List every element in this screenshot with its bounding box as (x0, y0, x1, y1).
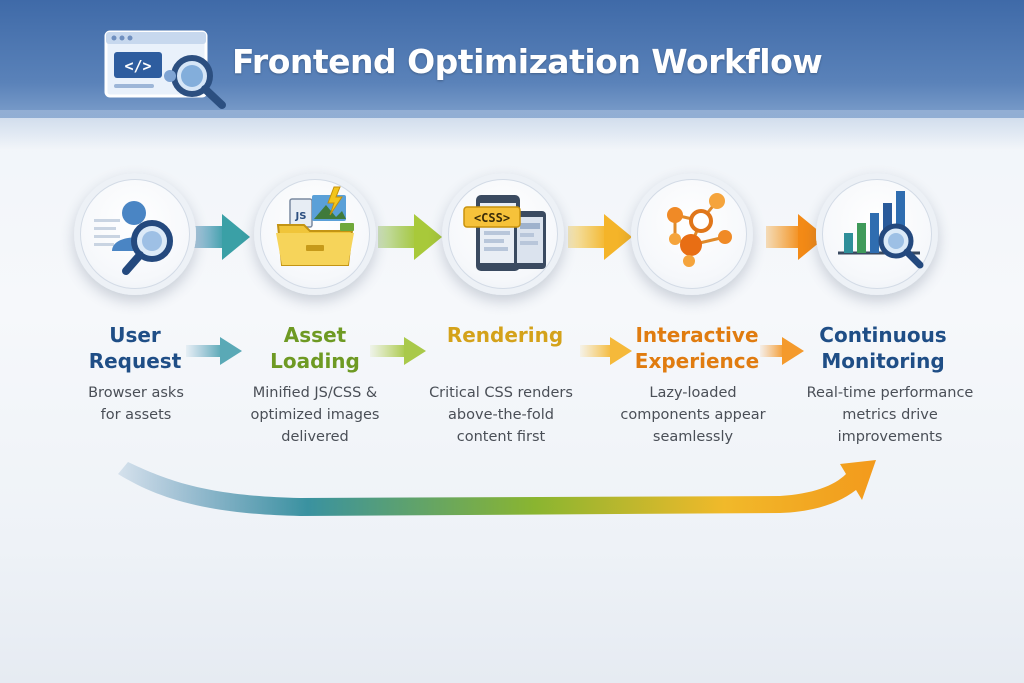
step-desc-line: Browser asks (88, 385, 184, 401)
step-desc-line: seamlessly (652, 429, 734, 445)
header-fade (0, 110, 1024, 150)
step-title-line: Request (88, 349, 182, 373)
step-circle-continuous-monitoring (816, 173, 938, 295)
page-title: Frontend Optimization Workflow (232, 42, 823, 81)
asset-js-label: JS (295, 211, 307, 222)
code-search-logo-icon: </> (104, 30, 226, 109)
step-desc-asset-loading: Minified JS/CSS & optimized images deliv… (220, 382, 410, 448)
step-title-asset-loading: Asset Loading (230, 322, 400, 374)
step-title-continuous-monitoring: Continuous Monitoring (798, 322, 968, 374)
arrow-3-4 (568, 214, 632, 260)
step-title-line: Continuous (819, 323, 947, 347)
asset-folder-icon: JS (276, 186, 354, 266)
step-desc-line: optimized images (250, 407, 380, 423)
step-title-line: Asset (283, 323, 347, 347)
step-desc-line: Lazy-loaded (649, 385, 737, 401)
step-desc-line: Real-time performance (806, 385, 974, 401)
step-desc-interactive-experience: Lazy-loaded components appear seamlessly (598, 382, 788, 448)
step-desc-continuous-monitoring: Real-time performance metrics drive impr… (790, 382, 990, 448)
step-title-line: Experience (634, 349, 760, 373)
step-title-line: Monitoring (821, 349, 945, 373)
step-desc-line: for assets (100, 407, 172, 423)
step-circle-user-request (74, 173, 196, 295)
step-title-line: Interactive (635, 323, 759, 347)
step-desc-line: metrics drive (842, 407, 938, 423)
network-nodes-icon (667, 193, 732, 267)
arrow-2-3 (378, 214, 442, 260)
step-desc-line: delivered (281, 429, 349, 445)
step-circle-interactive-experience (631, 173, 753, 295)
step-title-rendering: Rendering (420, 322, 590, 348)
step-title-line: Rendering (446, 323, 564, 347)
device-css-icon: <CSS> (463, 195, 546, 271)
step-title-line: Loading (270, 349, 360, 373)
step-desc-user-request: Browser asks for assets (41, 382, 231, 426)
step-title-interactive-experience: Interactive Experience (612, 322, 782, 374)
logo-code-glyph: </> (124, 57, 151, 75)
step-desc-line: Minified JS/CSS & (252, 385, 378, 401)
step-desc-line: components appear (620, 407, 766, 423)
css-tag-label: <CSS> (474, 211, 510, 225)
user-search-icon (94, 201, 173, 275)
step-desc-rendering: Critical CSS renders above-the-fold cont… (406, 382, 596, 448)
step-title-line: User (109, 323, 161, 347)
step-desc-line: Critical CSS renders (429, 385, 573, 401)
bottom-sweep-arrow (118, 460, 876, 516)
step-circle-rendering: <CSS> (442, 173, 564, 295)
chart-search-icon (838, 191, 924, 269)
step-title-user-request: User Request (50, 322, 220, 374)
step-desc-line: improvements (837, 429, 943, 445)
step-circle-asset-loading: JS (254, 173, 376, 295)
step-desc-line: content first (456, 429, 546, 445)
step-desc-line: above-the-fold (448, 407, 554, 423)
